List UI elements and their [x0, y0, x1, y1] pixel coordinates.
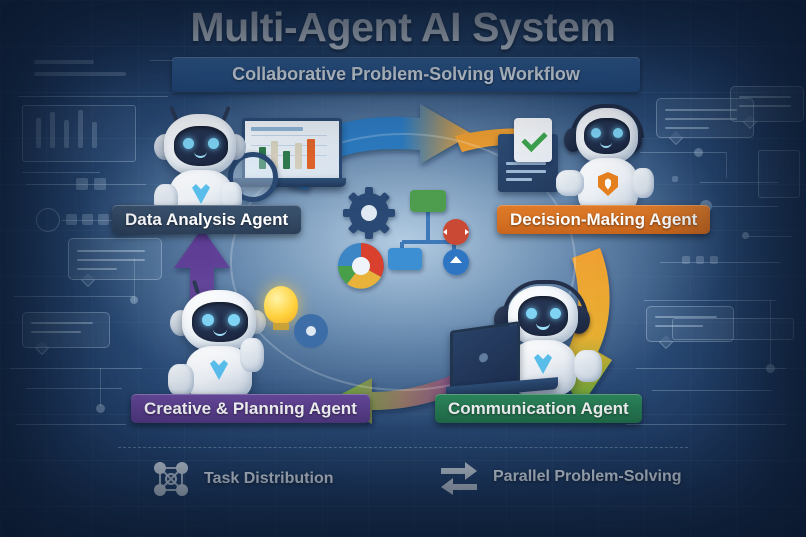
agent-label-text: Creative & Planning Agent: [144, 398, 357, 418]
agent-label-communication[interactable]: Communication Agent: [435, 394, 642, 423]
legend-label: Parallel Problem-Solving: [493, 468, 682, 485]
legend-label: Task Distribution: [204, 470, 334, 487]
hub-green-node: [410, 190, 446, 212]
network-nodes-icon: [154, 462, 188, 496]
subtitle-banner: Collaborative Problem-Solving Workflow: [172, 57, 640, 92]
agent-label-decision-making[interactable]: Decision-Making Agent: [497, 205, 711, 234]
legend-item-parallel-problem-solving: Parallel Problem-Solving: [437, 458, 682, 496]
agent-label-text: Communication Agent: [448, 398, 629, 418]
legend-item-task-distribution: Task Distribution: [150, 458, 334, 500]
footer-divider: [118, 447, 688, 448]
lightbulb-icon: [264, 286, 298, 324]
robot-communication: [446, 278, 636, 402]
hub-gear-icon: [343, 187, 395, 239]
gear-icon: [298, 318, 324, 344]
central-processing-hub: [336, 186, 476, 296]
agent-label-text: Decision-Making Agent: [510, 209, 698, 229]
arrow-left: [174, 228, 230, 320]
agent-label-data-analysis[interactable]: Data Analysis Agent: [112, 205, 302, 234]
robot-decision-making: [486, 98, 666, 222]
shield-icon: [598, 172, 618, 196]
hub-donut-chart-icon: [338, 243, 384, 289]
page-title: Multi-Agent AI System: [190, 4, 616, 50]
agent-label-creative-planning[interactable]: Creative & Planning Agent: [131, 394, 370, 423]
checkmark-card-icon: [514, 118, 552, 162]
hub-red-circle-node: [443, 219, 469, 245]
agent-label-text: Data Analysis Agent: [125, 209, 289, 229]
robot-data-analysis: [150, 100, 346, 220]
bidirectional-arrows-icon: [441, 462, 477, 495]
hub-blue-node: [388, 248, 422, 270]
workflow-track: [230, 133, 576, 391]
subtitle-text: Collaborative Problem-Solving Workflow: [232, 64, 580, 84]
robot-creative-planning: [168, 276, 348, 402]
